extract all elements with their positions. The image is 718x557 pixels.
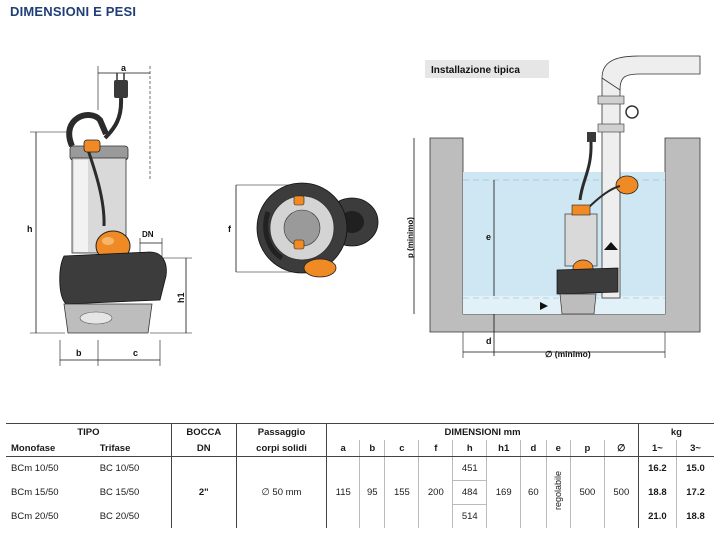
- dim-label-dn: DN: [142, 230, 154, 239]
- table-header-row-1: TIPO BOCCA Passaggio DIMENSIONI mm kg: [6, 423, 714, 440]
- cell-kg1: 18.8: [637, 480, 677, 505]
- col-kg-3: 3~: [676, 440, 714, 457]
- col-d: d: [520, 440, 547, 457]
- cell-kg3: 18.8: [676, 504, 714, 528]
- dim-label-p: p (minimo): [406, 217, 415, 258]
- cell-kg1: 16.2: [637, 456, 677, 481]
- installation-title: Installazione tipica: [431, 65, 520, 76]
- header-passaggio: Passaggio: [235, 423, 327, 440]
- cell-f: 200: [418, 456, 453, 528]
- dim-label-d: d: [486, 336, 492, 346]
- col-e: e: [545, 440, 571, 457]
- dim-label-h: h: [27, 224, 33, 234]
- cell-monofase: BCm 15/50: [11, 487, 59, 498]
- table-row: BCm 10/50 BC 10/50 2" ∅ 50 mm 115 95 155…: [6, 456, 714, 528]
- cell-h1: 169: [486, 456, 521, 528]
- col-p: p: [569, 440, 605, 457]
- col-h1: h1: [486, 440, 521, 457]
- cell-trifase: BC 10/50: [99, 463, 140, 475]
- header-dn: DN: [170, 440, 237, 457]
- cell-monofase: BCm 20/50: [11, 510, 59, 522]
- cell-trifase: BC 15/50: [99, 487, 140, 498]
- cell-b: 95: [359, 456, 385, 528]
- dim-label-a: a: [121, 63, 127, 73]
- cell-p: 500: [569, 456, 605, 528]
- dim-label-f: f: [228, 224, 232, 234]
- cell-trifase: BC 20/50: [99, 510, 140, 522]
- dim-label-e: e: [486, 232, 491, 242]
- col-c: c: [384, 440, 419, 457]
- dim-label-h1: h1: [176, 292, 186, 303]
- col-b: b: [359, 440, 385, 457]
- cell-h: 484: [452, 480, 487, 505]
- cell-diameter: 500: [603, 456, 639, 528]
- cell-kg1: 21.0: [637, 504, 677, 528]
- table-row: BCm 15/50 BC 15/50 484 18.8 17.2: [6, 480, 714, 505]
- col-a: a: [326, 440, 360, 457]
- installation-drawing: Installazione tipica p (minimo) e: [406, 55, 701, 359]
- col-f: f: [418, 440, 453, 457]
- cell-d: 60: [520, 456, 547, 528]
- cell-h: 451: [452, 456, 487, 481]
- header-monofase: Monofase: [6, 440, 95, 457]
- header-dimensioni: DIMENSIONI mm: [326, 423, 639, 440]
- technical-drawings: a h h1 DN b c: [27, 55, 701, 366]
- col-diameter: ∅: [603, 440, 639, 457]
- cell-e-text: regolabile: [553, 471, 564, 511]
- header-bocca: BOCCA: [170, 423, 237, 440]
- cell-kg3: 15.0: [676, 456, 714, 481]
- dimensions-table: TIPO BOCCA Passaggio DIMENSIONI mm kg Mo…: [6, 423, 714, 528]
- col-h: h: [452, 440, 487, 457]
- front-view-drawing: a h h1 DN b c: [27, 63, 192, 366]
- table-row: BCm 20/50 BC 20/50 514 21.0 18.8: [6, 504, 714, 528]
- cell-h: 514: [452, 504, 487, 528]
- top-view-drawing: f: [228, 182, 379, 278]
- cell-passaggio: ∅ 50 mm: [235, 456, 327, 528]
- cell-kg3: 17.2: [676, 480, 714, 505]
- cell-a: 115: [326, 456, 360, 528]
- header-kg: kg: [637, 423, 714, 440]
- dim-label-b: b: [76, 348, 82, 358]
- cell-monofase: BCm 10/50: [11, 463, 59, 475]
- dim-label-diameter: ∅ (minimo): [545, 349, 591, 359]
- cell-e: regolabile: [545, 456, 571, 528]
- dim-label-c: c: [133, 348, 138, 358]
- header-trifase: Trifase: [94, 440, 172, 457]
- cell-bocca: 2": [170, 456, 237, 528]
- header-tipo: TIPO: [6, 423, 172, 440]
- cell-c: 155: [384, 456, 419, 528]
- col-kg-1: 1~: [637, 440, 677, 457]
- header-corpi-solidi: corpi solidi: [235, 440, 327, 457]
- page-title: DIMENSIONI E PESI: [10, 4, 137, 19]
- table-header-row-2: Monofase Trifase DN corpi solidi a b c f…: [6, 440, 714, 457]
